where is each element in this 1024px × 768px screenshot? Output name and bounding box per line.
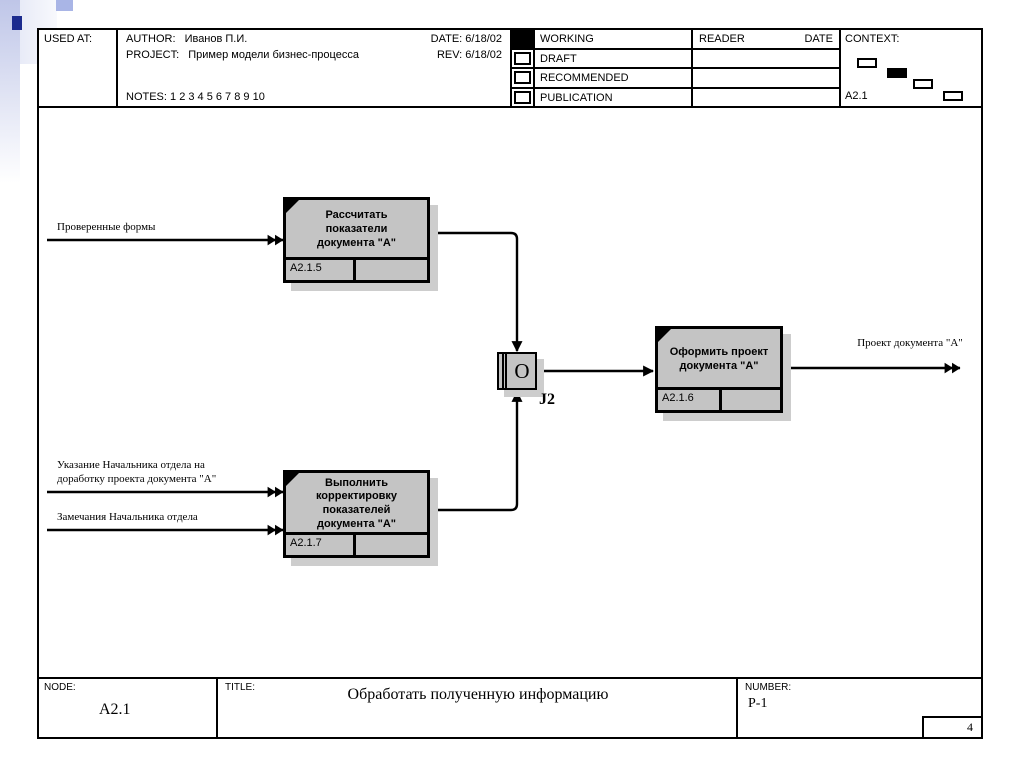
kit-footer: NODE: A2.1 TITLE: Обработать полученную … xyxy=(39,677,981,737)
number-cell: NUMBER: P-1 xyxy=(740,679,981,737)
status-label: PUBLICATION xyxy=(535,88,693,106)
junction-double-bar-icon xyxy=(502,354,507,388)
decor-navy-square xyxy=(12,16,22,30)
author-label: AUTHOR: xyxy=(126,33,176,45)
status-label: DRAFT xyxy=(535,49,693,67)
used-at-label: USED AT: xyxy=(44,33,93,45)
diagram-title: Обработать полученную информацию xyxy=(347,686,609,703)
status-checkbox-working[interactable] xyxy=(512,30,535,48)
arrow-layer xyxy=(47,231,961,536)
reader-column-label: READER xyxy=(699,33,745,45)
title-label: TITLE: xyxy=(225,682,256,693)
context-label: CONTEXT: xyxy=(845,33,900,45)
activity-name: Оформить проект документа "А" xyxy=(669,345,769,372)
arrow-label-project-output: Проект документа "А" xyxy=(857,337,963,349)
author-value: Иванов П.И. xyxy=(184,33,248,45)
connector-a215-to-junction[interactable] xyxy=(430,231,523,353)
activity-box-format-draft[interactable]: Оформить проект документа "А" A2.1.6 xyxy=(655,326,783,413)
node-cell: NODE: A2.1 xyxy=(39,679,218,737)
rev-value: 6/18/02 xyxy=(465,49,502,61)
arrow-label-instruction: Указание Начальника отдела на доработку … xyxy=(57,459,217,486)
context-thumb-box-4 xyxy=(943,91,963,101)
activity-strip: A2.1.7 xyxy=(286,532,427,555)
idef0-frame: USED AT: AUTHOR: Иванов П.И. DATE: 6/18/… xyxy=(37,28,983,739)
date-column-label: DATE xyxy=(804,33,833,45)
activity-node-id: A2.1.7 xyxy=(286,535,356,555)
junction-label: J2 xyxy=(539,391,555,408)
activity-box-calculate-indicators[interactable]: Рассчитать показатели документа "А" A2.1… xyxy=(283,197,430,283)
activity-box-perform-correction[interactable]: Выполнить корректировку показателей доку… xyxy=(283,470,430,558)
status-label: WORKING xyxy=(535,30,693,48)
connector-a217-to-junction[interactable] xyxy=(430,390,523,512)
status-checkbox-draft[interactable] xyxy=(512,49,535,67)
rev-label: REV: xyxy=(436,49,463,61)
number-label: NUMBER: xyxy=(745,682,792,693)
context-node-id: A2.1 xyxy=(845,90,868,102)
context-thumb-box-3 xyxy=(913,79,933,89)
node-value: A2.1 xyxy=(99,701,131,718)
number-value: P-1 xyxy=(748,696,768,711)
title-cell: TITLE: Обработать полученную информацию xyxy=(220,679,738,737)
used-at-cell: USED AT: xyxy=(39,30,118,106)
status-row-draft: DRAFT xyxy=(512,49,839,69)
status-row-working: WORKING READER DATE xyxy=(512,30,839,50)
activity-name: Выполнить корректировку показателей доку… xyxy=(315,476,398,530)
corner-fold-icon xyxy=(658,329,671,342)
notes-value: 1 2 3 4 5 6 7 8 9 10 xyxy=(170,91,265,103)
corner-fold-icon xyxy=(286,473,299,486)
activity-node-id: A2.1.6 xyxy=(658,390,722,410)
status-label: RECOMMENDED xyxy=(535,69,693,87)
status-checkbox-publication[interactable] xyxy=(512,88,535,106)
status-checkbox-recommended[interactable] xyxy=(512,69,535,87)
status-row-recommended: RECOMMENDED xyxy=(512,69,839,89)
date-label: DATE: xyxy=(430,33,463,45)
context-thumb-box-1 xyxy=(857,58,877,68)
diagram-canvas: Проверенные формы Указание Начальника от… xyxy=(39,108,981,677)
activity-name: Рассчитать показатели документа "А" xyxy=(316,209,396,249)
notes-label: NOTES: xyxy=(126,91,167,103)
arrow-label-remarks: Замечания Начальника отдела xyxy=(57,511,198,523)
kit-header: USED AT: AUTHOR: Иванов П.И. DATE: 6/18/… xyxy=(39,30,981,108)
junction-symbol: O xyxy=(514,358,530,383)
arrow-label-checked-forms: Проверенные формы xyxy=(57,221,156,233)
context-thumb-box-current xyxy=(887,68,907,78)
project-label: PROJECT: xyxy=(126,49,180,61)
status-table: WORKING READER DATE DRAFT RECOMMENDED xyxy=(510,30,841,106)
status-row-publication: PUBLICATION xyxy=(512,88,839,106)
node-label: NODE: xyxy=(44,682,76,693)
activity-strip: A2.1.6 xyxy=(658,387,780,410)
date-value: 6/18/02 xyxy=(465,33,502,45)
activity-node-id: A2.1.5 xyxy=(286,260,356,280)
decor-gradient-strip xyxy=(0,0,20,183)
project-value: Пример модели бизнес-процесса xyxy=(188,49,359,61)
corner-fold-icon xyxy=(286,200,299,213)
junction-or[interactable]: O xyxy=(497,352,537,390)
activity-strip: A2.1.5 xyxy=(286,257,427,280)
decor-periwinkle-square xyxy=(56,0,73,11)
author-project-cell: AUTHOR: Иванов П.И. DATE: 6/18/02 PROJEC… xyxy=(120,30,510,106)
page-number-box: 4 xyxy=(922,716,981,737)
